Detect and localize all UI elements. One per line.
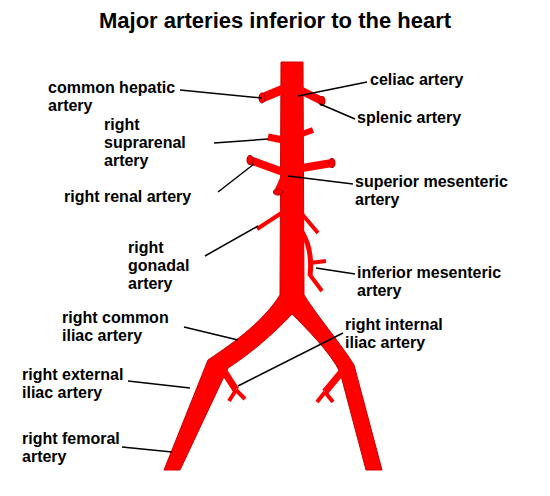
leader-line <box>205 226 258 256</box>
artery-label: inferior mesenteric artery <box>357 264 537 300</box>
inferior-mesenteric-branch <box>310 261 326 263</box>
leader-line <box>320 104 355 119</box>
leader-line <box>184 327 238 340</box>
artery-label: right common iliac artery <box>62 309 182 345</box>
leader-line <box>180 90 262 98</box>
left-suprarenal-vessel <box>302 130 313 134</box>
leader-line <box>218 164 254 192</box>
artery-label: celiac artery <box>370 71 540 89</box>
leader-line <box>128 381 190 388</box>
celiac-vessel <box>288 84 297 96</box>
artery-label: right suprarenal artery <box>104 116 209 170</box>
leader-line <box>298 82 367 96</box>
branch-vessels <box>218 84 345 402</box>
vessel-end <box>247 156 253 165</box>
leader-line <box>238 333 343 386</box>
artery-label: right external iliac artery <box>22 366 142 402</box>
artery-label: right internal iliac artery <box>345 316 465 352</box>
artery-label: superior mesenteric artery <box>355 173 535 209</box>
aorta <box>164 62 382 470</box>
left-gonadal-vessel <box>302 214 318 233</box>
left-internal-iliac-branch <box>325 392 333 402</box>
diagram-title: Major arteries inferior to the heart <box>0 8 550 34</box>
artery-label: right femoral artery <box>22 430 142 466</box>
artery-label: splenic artery <box>357 109 527 127</box>
right-renal-vessel <box>250 160 283 172</box>
inferior-mesenteric-vessel <box>302 232 311 276</box>
right-internal-iliac-branch <box>236 390 245 399</box>
artery-label: right gonadal artery <box>128 239 208 293</box>
left-internal-iliac-vessel <box>325 368 345 392</box>
right-gonadal-vessel <box>257 212 283 229</box>
inferior-mesenteric-branch <box>310 275 322 291</box>
vessel-end <box>274 189 283 195</box>
vessel-end <box>329 159 335 168</box>
leader-line <box>122 447 172 452</box>
right-internal-iliac-vessel <box>218 362 236 390</box>
artery-tree <box>164 62 382 470</box>
artery-label: right renal artery <box>64 188 264 206</box>
leader-line <box>288 176 353 184</box>
right-suprarenal-vessel <box>268 137 283 140</box>
artery-label: common hepatic artery <box>48 79 198 115</box>
leader-line <box>316 268 355 274</box>
left-renal-vessel <box>302 163 332 168</box>
common-hepatic-vessel <box>262 88 286 98</box>
leader-line <box>214 139 268 143</box>
